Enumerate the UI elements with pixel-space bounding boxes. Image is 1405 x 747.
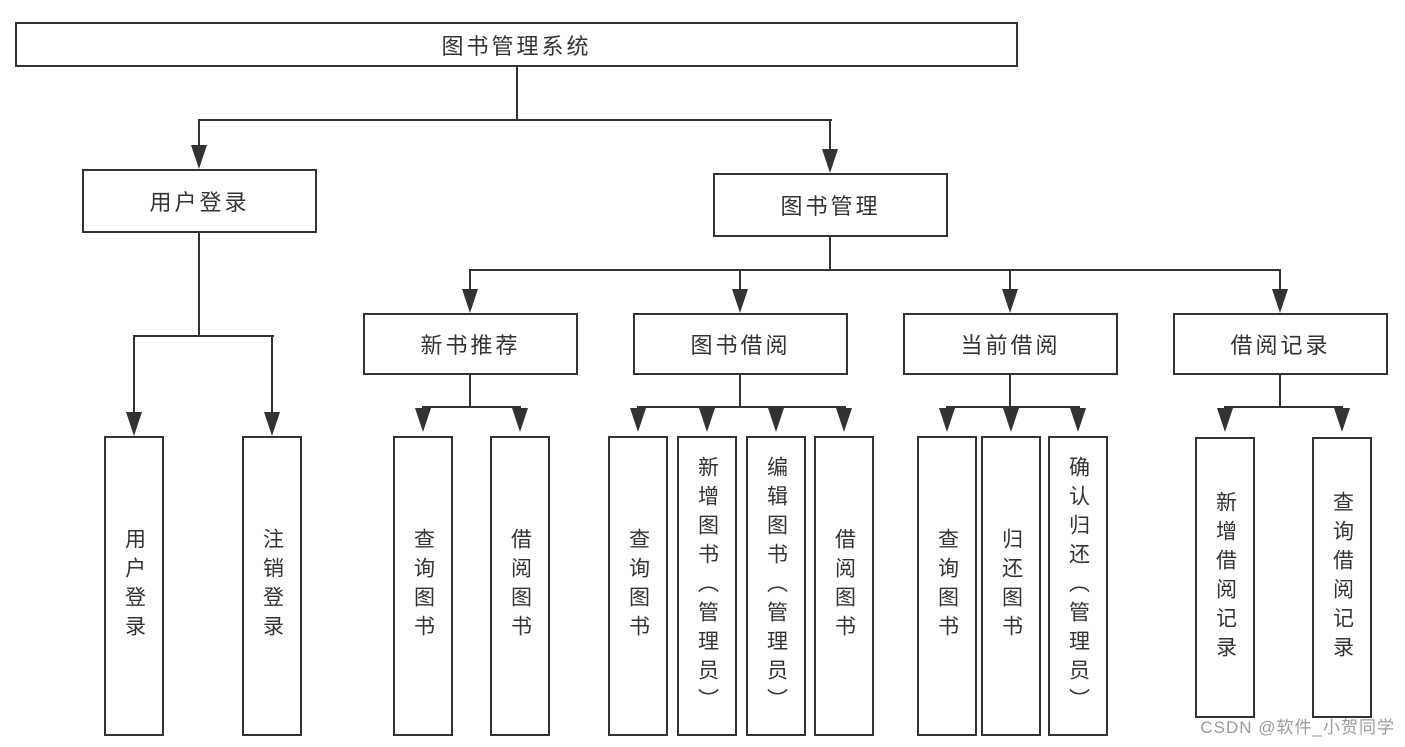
connector-line	[739, 375, 741, 408]
node-label: 图书借阅	[690, 333, 791, 358]
arrow-down-icon	[836, 408, 852, 432]
connector-line	[829, 119, 831, 151]
connector-line	[1279, 375, 1281, 408]
leaf-label: 注销登录	[260, 528, 284, 644]
leaf-recommend-borrow-books: 借阅图书	[490, 436, 550, 736]
connector-line	[637, 406, 846, 408]
arrow-down-icon	[1334, 408, 1350, 432]
leaf-borrowing-query-books: 查询图书	[608, 436, 668, 736]
arrow-down-icon	[1003, 408, 1019, 432]
leaf-label: 编辑图书（管理员）	[764, 455, 788, 717]
leaf-label: 用户登录	[122, 528, 146, 644]
connector-line	[946, 406, 1080, 408]
arrow-down-icon	[512, 408, 528, 432]
leaf-borrowing-edit-books-admin: 编辑图书（管理员）	[746, 436, 806, 736]
arrow-down-icon	[939, 408, 955, 432]
leaf-label: 借阅图书	[508, 528, 532, 644]
node-user-login: 用户登录	[82, 169, 317, 233]
connector-line	[1009, 375, 1011, 408]
connector-line	[422, 406, 521, 408]
connector-line	[198, 233, 200, 335]
arrow-down-icon	[1070, 408, 1086, 432]
arrow-down-icon	[768, 408, 784, 432]
leaf-current-query-books: 查询图书	[917, 436, 977, 736]
leaf-label: 归还图书	[999, 528, 1023, 644]
arrow-down-icon	[415, 408, 431, 432]
connector-line	[133, 335, 135, 414]
leaf-borrowing-borrow-books: 借阅图书	[814, 436, 874, 736]
connector-line	[739, 269, 741, 291]
arrow-down-icon	[1002, 289, 1018, 313]
connector-line	[469, 375, 471, 408]
connector-line	[469, 269, 471, 291]
arrow-down-icon	[822, 149, 838, 173]
node-label: 当前借阅	[960, 333, 1061, 358]
connector-line	[1224, 406, 1343, 408]
leaf-label: 查询借阅记录	[1330, 490, 1354, 665]
node-current-borrowing: 当前借阅	[903, 313, 1118, 375]
node-library-management-system: 图书管理系统	[15, 22, 1018, 67]
connector-line	[133, 335, 274, 337]
leaf-label: 查询图书	[626, 528, 650, 644]
arrow-down-icon	[462, 289, 478, 313]
leaf-current-return-books: 归还图书	[981, 436, 1041, 736]
arrow-down-icon	[191, 145, 207, 169]
leaf-records-add-record: 新增借阅记录	[1195, 437, 1255, 718]
leaf-borrowing-add-books-admin: 新增图书（管理员）	[677, 436, 737, 736]
connector-line	[271, 335, 273, 414]
node-book-management: 图书管理	[713, 173, 948, 237]
arrow-down-icon	[630, 408, 646, 432]
leaf-label: 查询图书	[411, 528, 435, 644]
node-label: 新书推荐	[420, 333, 521, 358]
arrow-down-icon	[126, 412, 142, 436]
connector-line	[1279, 269, 1281, 291]
leaf-logout: 注销登录	[242, 436, 302, 736]
node-borrowing-records: 借阅记录	[1173, 313, 1388, 375]
arrow-down-icon	[1217, 408, 1233, 432]
leaf-label: 新增图书（管理员）	[695, 455, 719, 717]
leaf-label: 借阅图书	[832, 528, 856, 644]
leaf-label: 查询图书	[935, 528, 959, 644]
leaf-label: 确认归还（管理员）	[1066, 455, 1090, 717]
leaf-records-query-record: 查询借阅记录	[1312, 437, 1372, 718]
leaf-label: 新增借阅记录	[1213, 490, 1237, 665]
leaf-recommend-query-books: 查询图书	[393, 436, 453, 736]
node-book-borrowing: 图书借阅	[633, 313, 848, 375]
leaf-user-login: 用户登录	[104, 436, 164, 736]
connector-line	[469, 269, 1281, 271]
connector-line	[198, 119, 200, 147]
leaf-current-confirm-return-admin: 确认归还（管理员）	[1048, 436, 1108, 736]
node-label: 图书管理系统	[441, 33, 592, 59]
connector-line	[1009, 269, 1011, 291]
arrow-down-icon	[1272, 289, 1288, 313]
connector-line	[829, 237, 831, 270]
connector-line	[199, 119, 832, 121]
arrow-down-icon	[264, 412, 280, 436]
watermark: CSDN @软件_小贺同学	[1200, 718, 1395, 737]
node-new-book-recommendation: 新书推荐	[363, 313, 578, 375]
node-label: 图书管理	[780, 194, 881, 219]
node-label: 借阅记录	[1230, 333, 1331, 358]
arrow-down-icon	[699, 408, 715, 432]
arrow-down-icon	[732, 289, 748, 313]
connector-line	[516, 67, 518, 120]
node-label: 用户登录	[149, 190, 250, 215]
